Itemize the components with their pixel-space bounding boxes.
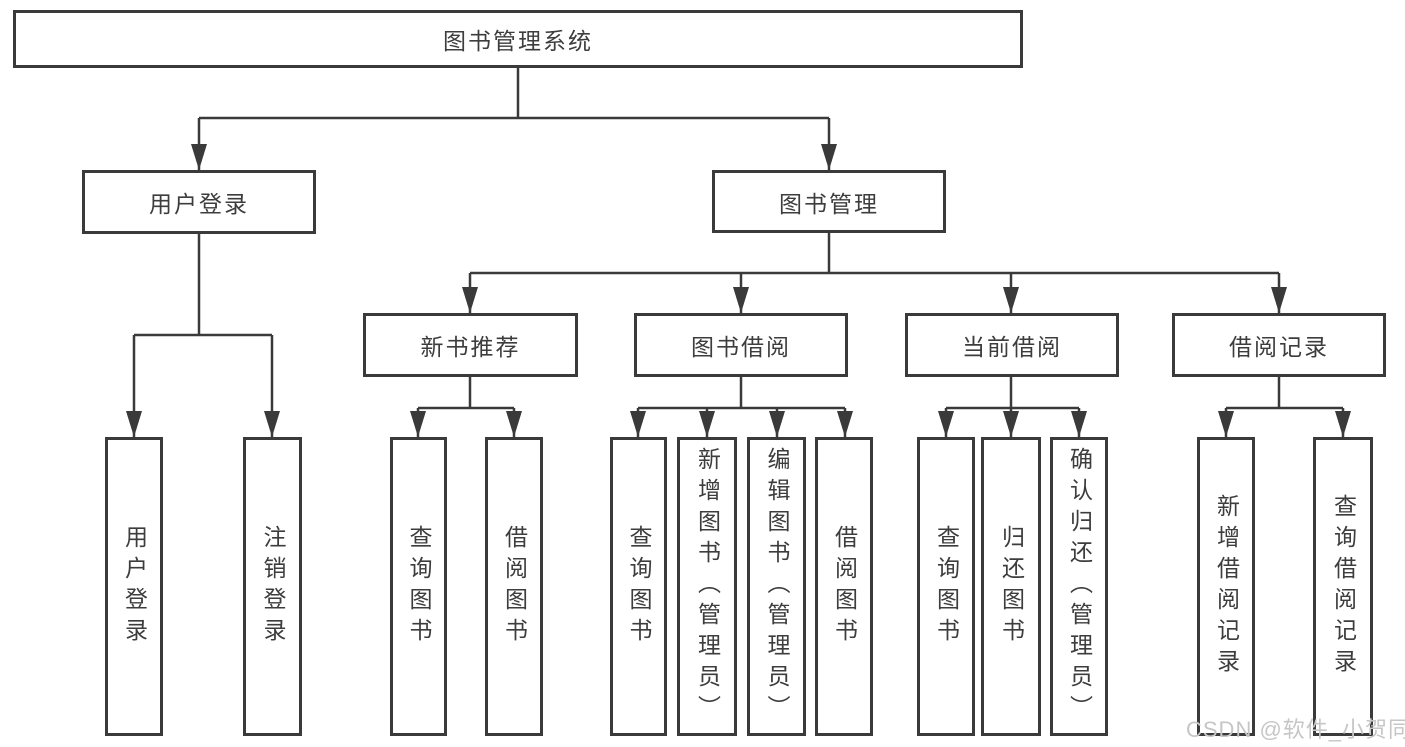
node-label: 用户登录 — [121, 524, 148, 649]
leaf-query-books-recommend: 查询图书 — [390, 437, 447, 736]
node-label: 图书借阅 — [691, 334, 791, 360]
leaf-add-borrow-record: 新增借阅记录 — [1197, 437, 1255, 736]
leaf-add-book-admin: 新增图书（管理员） — [677, 437, 737, 736]
node-label: 查询图书 — [933, 524, 960, 649]
node-label: 查询图书 — [626, 524, 652, 649]
leaf-return-books: 归还图书 — [981, 437, 1041, 736]
node-borrowing-records: 借阅记录 — [1172, 313, 1386, 377]
arrow-icon — [462, 287, 478, 313]
node-label: 借阅图书 — [501, 524, 528, 649]
arrow-icon — [1003, 287, 1019, 313]
arrow-icon — [630, 411, 646, 437]
arrow-icon — [264, 411, 280, 437]
node-book-borrowing: 图书借阅 — [634, 313, 848, 377]
arrow-icon — [1271, 287, 1287, 313]
leaf-query-books-borrow: 查询图书 — [610, 437, 667, 736]
leaf-borrow-books: 借阅图书 — [815, 437, 873, 736]
node-label: 图书管理系统 — [443, 28, 593, 54]
connector-bookmgmt-to-level3 — [468, 233, 1281, 313]
node-label: 注销登录 — [260, 524, 286, 649]
connector-newbookrec-to-leaves — [416, 377, 516, 437]
node-current-borrowing: 当前借阅 — [905, 313, 1119, 377]
arrow-icon — [769, 411, 785, 437]
leaf-edit-book-admin: 编辑图书（管理员） — [747, 437, 806, 736]
node-label: 用户登录 — [149, 191, 249, 217]
leaf-confirm-return-admin: 确认归还（管理员） — [1050, 437, 1108, 736]
node-label: 新书推荐 — [420, 334, 521, 360]
arrow-icon — [938, 411, 954, 437]
node-label: 编辑图书（管理员） — [764, 447, 790, 726]
leaf-query-borrow-record: 查询借阅记录 — [1313, 437, 1373, 736]
node-user-login: 用户登录 — [82, 170, 316, 234]
arrow-icon — [733, 287, 749, 313]
node-label: 确认归还（管理员） — [1066, 447, 1093, 726]
node-library-management-system: 图书管理系统 — [13, 10, 1023, 68]
arrow-icon — [506, 411, 522, 437]
leaf-user-login: 用户登录 — [105, 437, 163, 736]
node-label: 当前借阅 — [962, 334, 1062, 360]
connector-bookborrow-to-leaves — [636, 377, 847, 437]
arrow-icon — [821, 144, 837, 170]
connector-root-to-level2 — [197, 68, 831, 170]
arrow-icon — [837, 411, 853, 437]
arrow-icon — [1071, 411, 1087, 437]
connector-borrowrecords-to-leaves — [1224, 377, 1345, 437]
arrow-icon — [126, 411, 142, 437]
node-new-book-recommendation: 新书推荐 — [363, 313, 578, 377]
leaf-logout-login: 注销登录 — [243, 437, 302, 736]
leaf-query-books-current: 查询图书 — [917, 437, 975, 736]
node-book-management: 图书管理 — [712, 170, 946, 233]
arrowheads — [126, 144, 1351, 437]
node-label: 归还图书 — [998, 524, 1025, 649]
node-label: 新增图书（管理员） — [694, 447, 721, 726]
arrow-icon — [191, 144, 207, 170]
watermark: CSDN @软件_小贺同学 — [1186, 717, 1405, 742]
arrow-icon — [1003, 411, 1019, 437]
node-label: 借阅记录 — [1229, 334, 1329, 360]
leaf-borrow-books-recommend: 借阅图书 — [485, 437, 543, 736]
arrow-icon — [410, 411, 426, 437]
arrow-icon — [1335, 411, 1351, 437]
node-label: 查询图书 — [406, 524, 432, 649]
node-label: 查询借阅记录 — [1330, 493, 1357, 680]
arrow-icon — [1218, 411, 1234, 437]
connector-userlogin-to-leaves — [132, 234, 274, 437]
node-label: 借阅图书 — [831, 524, 858, 649]
arrow-icon — [699, 411, 715, 437]
node-label: 新增借阅记录 — [1213, 493, 1240, 680]
node-label: 图书管理 — [779, 190, 879, 217]
